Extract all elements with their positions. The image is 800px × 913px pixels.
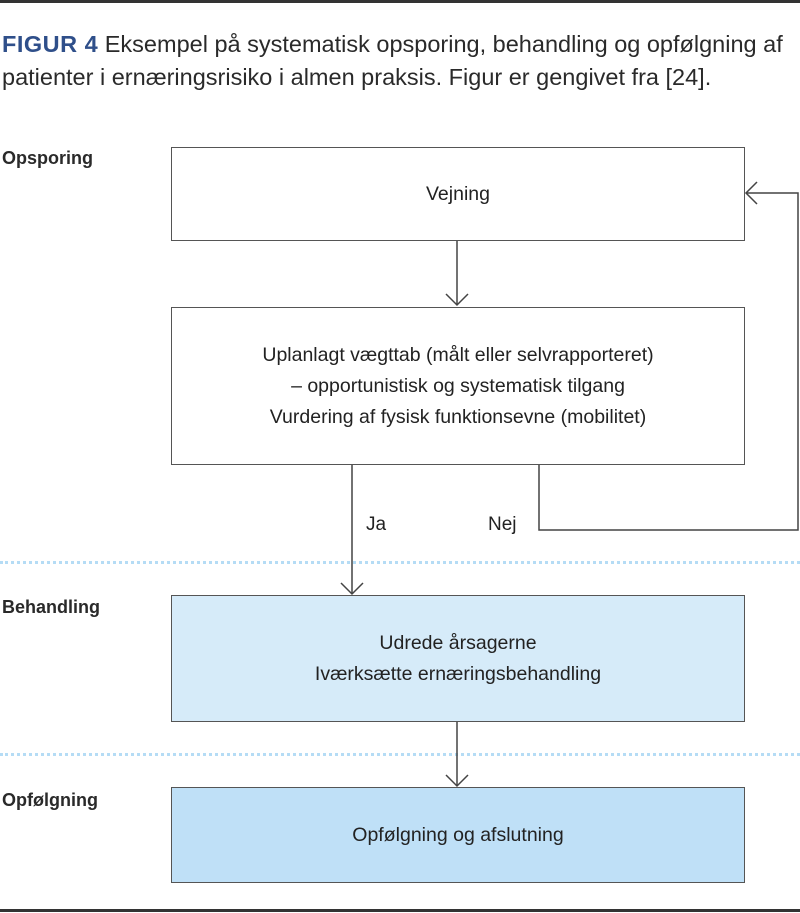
arrow-vejning-to-screening [445,241,469,307]
box-text: Uplanlagt vægttab (målt eller selvrappor… [262,343,654,366]
section-divider [0,561,800,564]
figure-caption: FIGUR 4 Eksempel på systematisk opsporin… [2,28,792,94]
arrow-behandling-to-opfolgning [445,722,469,788]
box-vejning: Vejning [171,147,745,241]
arrow-nej-loop [538,181,799,531]
section-divider [0,753,800,756]
branch-label-no: Nej [488,514,517,535]
box-text: Vejning [426,182,490,205]
box-text: – opportunistisk og systematisk tilgang [291,374,625,397]
caption-text: Eksempel på systematisk opsporing, behan… [2,31,783,90]
section-label-opfolgning: Opfølgning [2,790,98,810]
box-screening: Uplanlagt vægttab (målt eller selvrappor… [171,307,745,465]
bottom-rule [0,909,800,912]
box-behandling: Udrede årsagerne Iværksætte ernæringsbeh… [171,595,745,722]
box-text: Iværksætte ernæringsbehandling [314,662,602,685]
box-text: Opfølgning og afslutning [352,823,564,846]
top-rule [0,0,800,3]
figure-label: FIGUR 4 [2,31,99,57]
box-text: Vurdering af fysisk funktionsevne (mobil… [269,405,647,428]
box-opfolgning: Opfølgning og afslutning [171,787,745,883]
box-text: Udrede årsagerne [379,631,537,654]
branch-label-yes: Ja [366,514,387,535]
arrow-ja [340,465,364,596]
section-label-opsporing: Opsporing [2,148,93,168]
section-label-behandling: Behandling [2,597,100,617]
